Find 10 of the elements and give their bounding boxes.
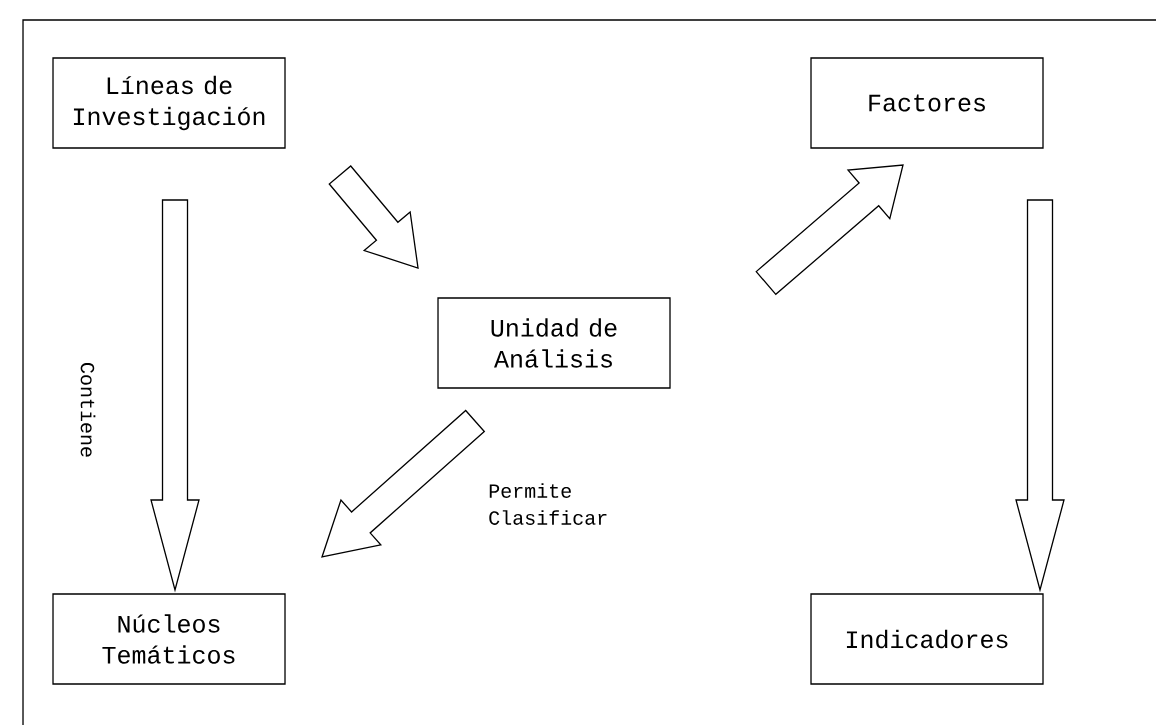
- edge-label: Permite Clasificar: [489, 483, 607, 525]
- block-arrow: [150, 199, 200, 593]
- process-box: Núcleos Temáticos: [52, 593, 286, 685]
- process-box: Indicadores: [810, 593, 1044, 685]
- process-box: Unidad de Análisis: [437, 297, 671, 389]
- process-box: Líneas de Investigación: [52, 57, 286, 149]
- block-arrow: [1015, 199, 1065, 593]
- block-arrow: [328, 165, 419, 269]
- edge-label: Contiene: [80, 363, 96, 457]
- process-box: Factores: [810, 57, 1044, 149]
